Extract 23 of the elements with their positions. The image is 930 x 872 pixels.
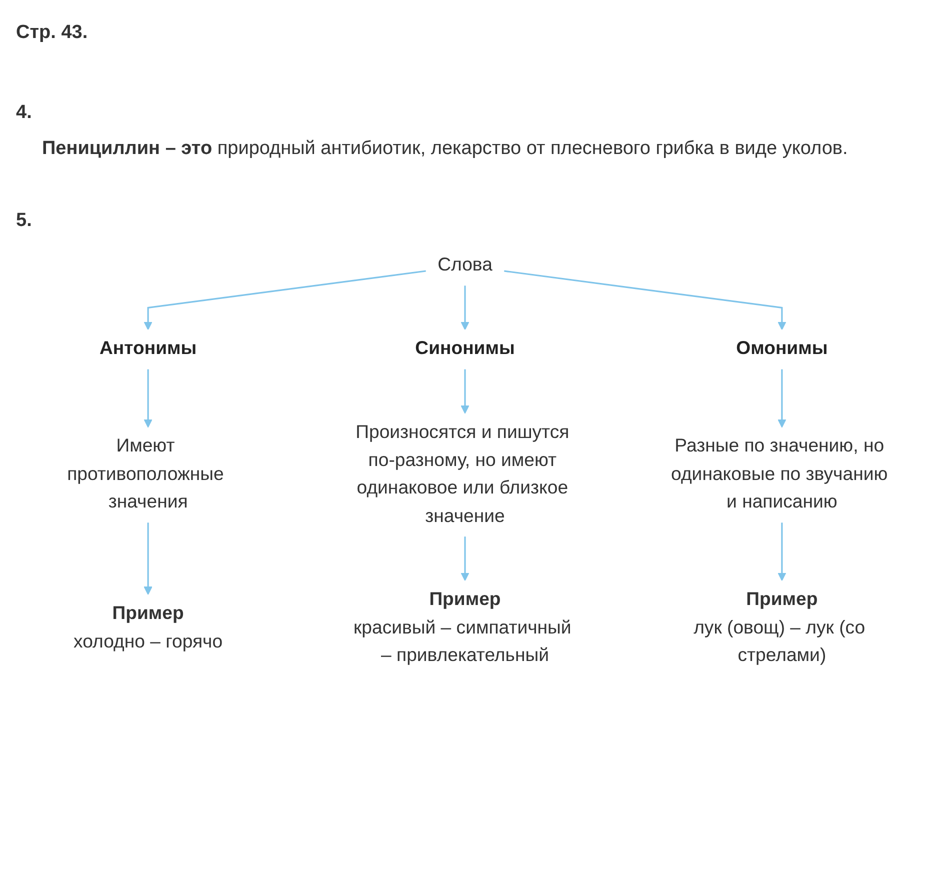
- task-number: 5.: [16, 210, 32, 232]
- node-text: Антонимы: [99, 338, 197, 360]
- page-heading: Стр. 43.: [16, 22, 88, 44]
- node-text: Разные по значению, но одинаковые по звучанию и написанию: [671, 436, 888, 512]
- arrow: [460, 286, 470, 330]
- arrow: [460, 536, 470, 581]
- node-text: Имеют противоположные значения: [67, 436, 224, 512]
- node-text: Синонимы: [415, 338, 515, 360]
- node-text: Слова: [438, 254, 492, 276]
- arrow: [144, 270, 426, 330]
- node-text: Произносятся и пишутся по-разному, но имеют одинаковое или близкое значение: [356, 422, 570, 526]
- answer-paragraph: Пенициллин – это природный антибиотик, лекарство от плесневого грибка в виде уколов.: [41, 137, 849, 161]
- task-number: 4.: [16, 102, 32, 124]
- arrow: [460, 369, 470, 414]
- arrow: [504, 270, 786, 330]
- node-text: Пример красивый – симпатичный – привлекательный: [354, 589, 572, 666]
- arrow: [144, 369, 152, 428]
- node-text: Омонимы: [736, 338, 828, 360]
- arrow: [778, 522, 786, 581]
- arrow: [144, 522, 152, 595]
- node-text: Пример лук (овощ) – лук (со стрелами): [694, 589, 866, 666]
- node-text: Пример холодно – горячо: [74, 603, 223, 652]
- arrow: [778, 369, 786, 428]
